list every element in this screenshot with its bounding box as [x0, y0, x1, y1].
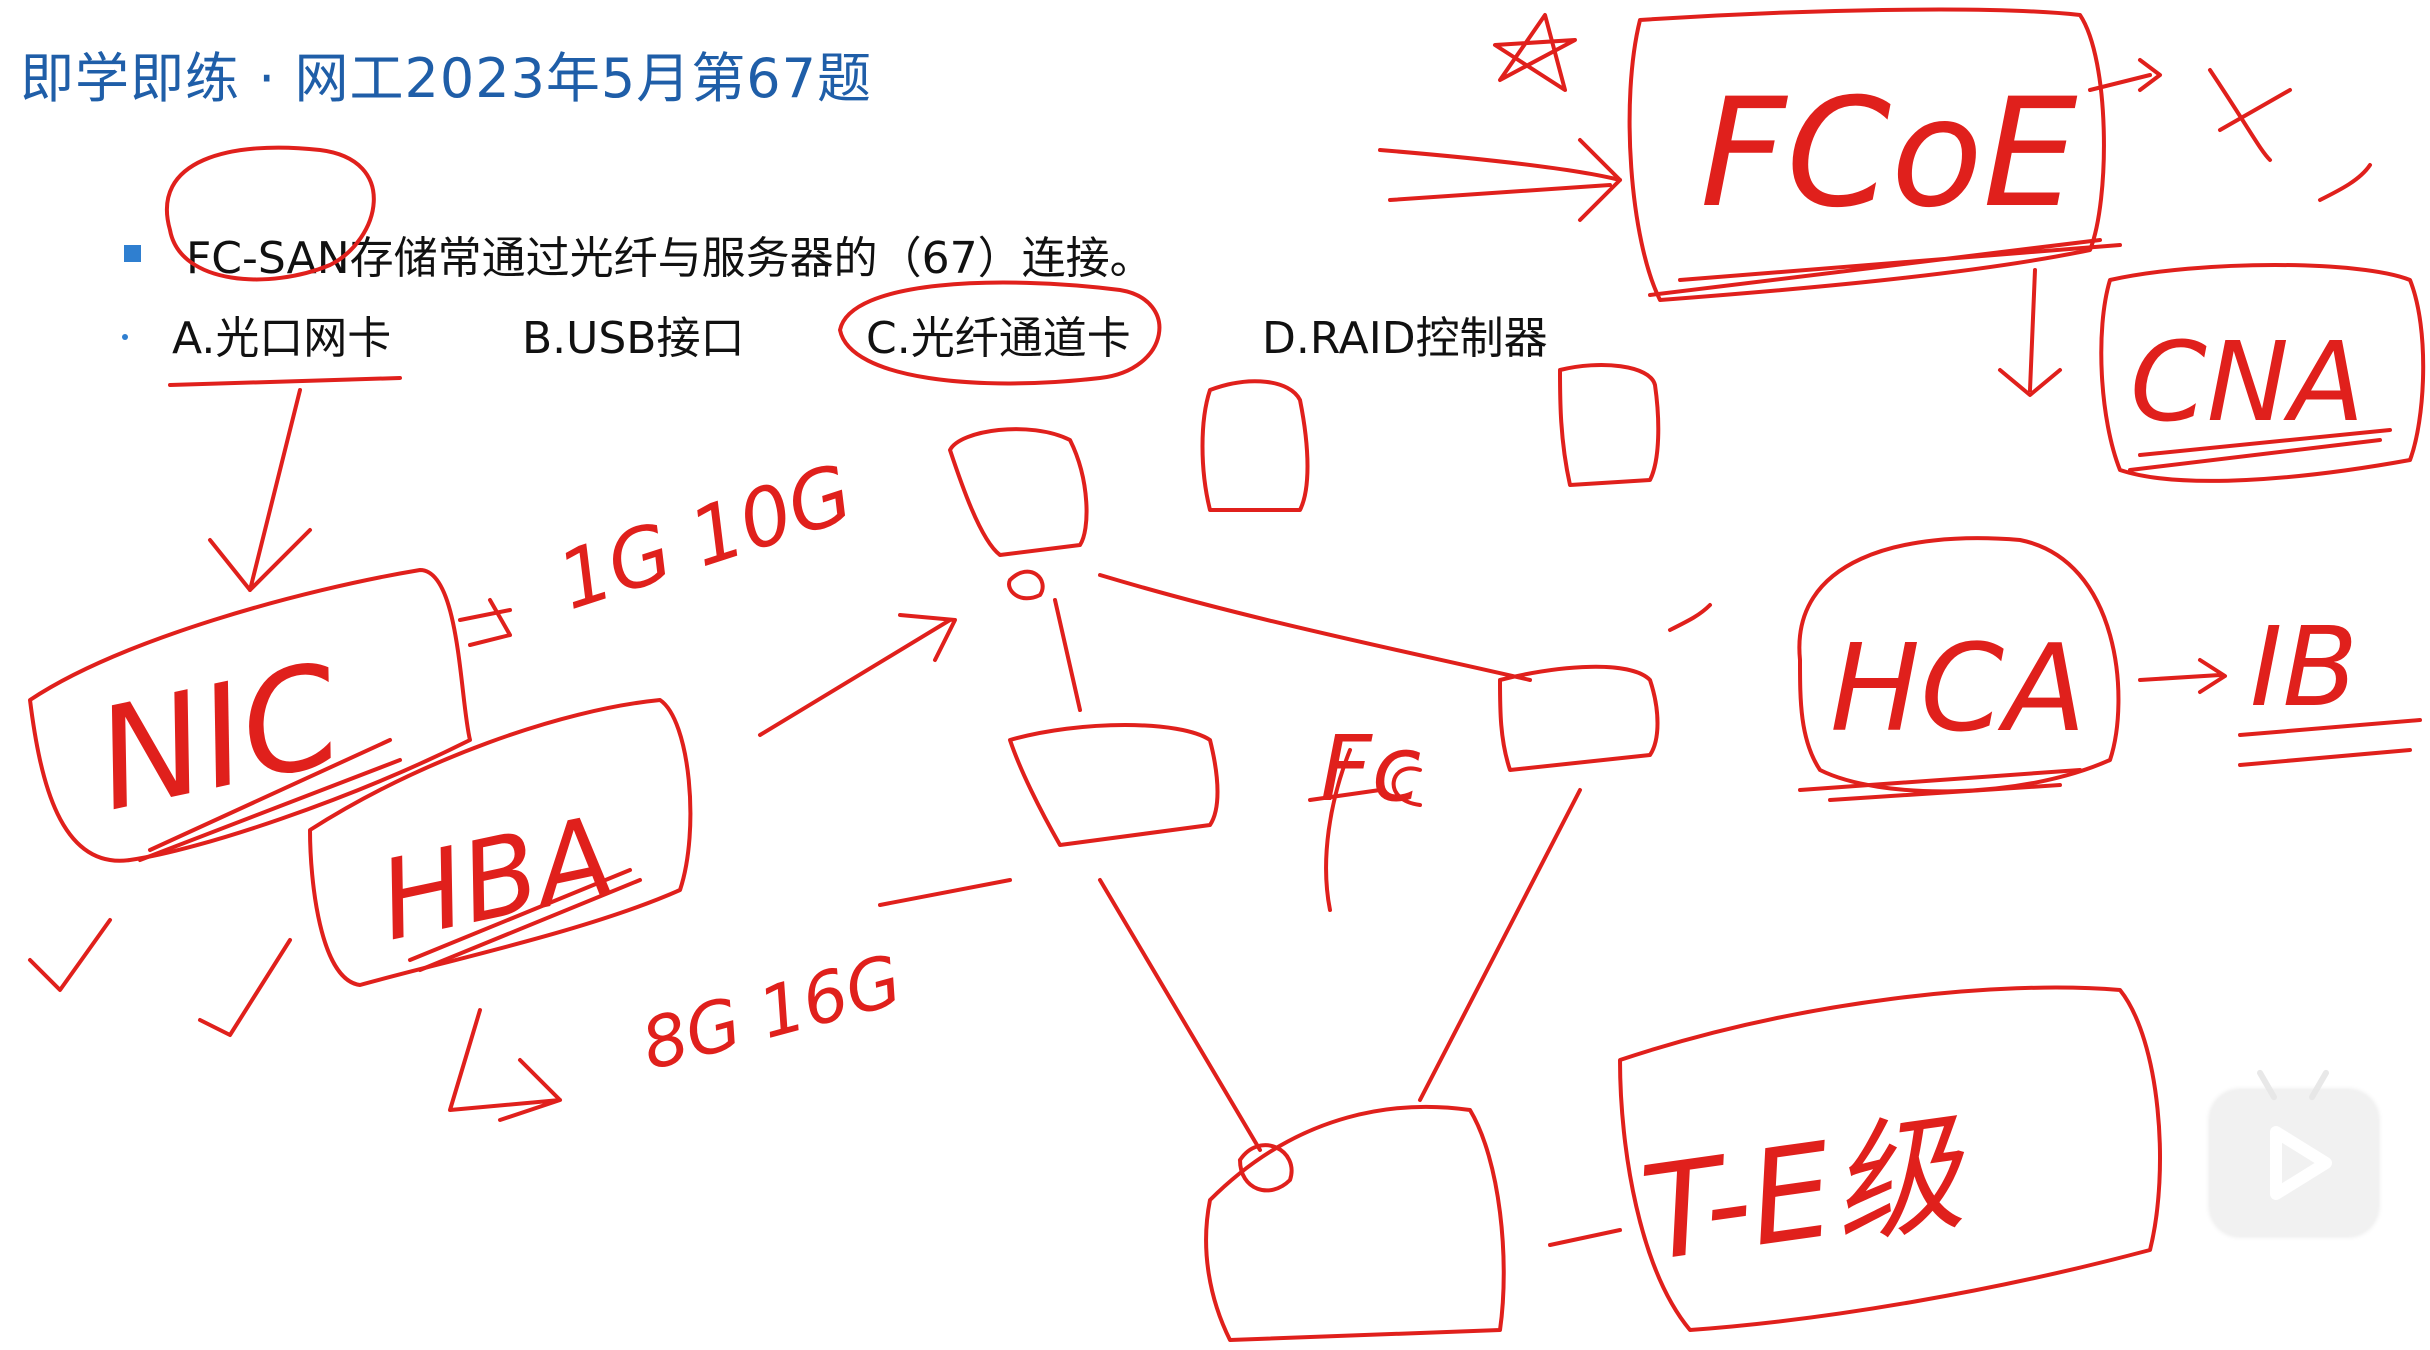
arrow-nic-speed	[458, 598, 512, 647]
arrow-a-to-nic	[208, 388, 312, 592]
label-fcoe: FCoE	[1700, 67, 2078, 241]
label-hba: HBA	[369, 792, 624, 966]
ib-underline	[2238, 718, 2422, 767]
fcoe-underline	[1648, 238, 2122, 297]
label-cna: CNA	[2130, 318, 2364, 446]
line-middle-bottom	[1098, 878, 1262, 1152]
arrow-hba-speed	[448, 1008, 562, 1122]
switch-top-dot	[1007, 569, 1045, 601]
circle-option-c	[838, 280, 1162, 386]
switch-bottom	[1204, 1104, 1506, 1342]
dot-bullet-icon	[122, 334, 128, 340]
switch-top	[948, 427, 1089, 557]
hba-box	[308, 698, 693, 987]
label-fc: Fc	[1320, 717, 1421, 822]
label-speed-hba: 8G 16G	[633, 939, 910, 1087]
hca-underline	[1798, 768, 2082, 802]
square-bullet-icon	[124, 245, 141, 262]
option-a: A.光口网卡	[172, 313, 392, 364]
underline-option-a	[168, 376, 402, 387]
switch-right	[1498, 664, 1660, 772]
te-dash	[1548, 1228, 1622, 1247]
arrow-fcoe-right	[2088, 58, 2162, 92]
nic-box	[28, 568, 472, 863]
hca-circle	[1797, 536, 2121, 794]
option-c: C.光纤通道卡	[866, 313, 1131, 364]
play-button[interactable]	[2210, 1068, 2378, 1236]
line-top-right	[1098, 573, 1532, 682]
fc-glyph-c	[1391, 766, 1422, 807]
arrow-to-fcoe	[1378, 138, 1622, 222]
fc-glyph-f	[1308, 748, 1382, 912]
tick-right	[1668, 603, 1712, 632]
nic-underline	[138, 738, 402, 862]
node-mid	[1200, 379, 1310, 512]
hba-underline	[408, 868, 642, 972]
cna-underline	[2128, 428, 2392, 472]
question-text: FC-SAN存储常通过光纤与服务器的（67）连接。	[186, 233, 1154, 284]
label-hca: HCA	[1830, 620, 2086, 759]
label-ib: IB	[2250, 603, 2358, 731]
line-top-middle	[1053, 598, 1082, 712]
node-right	[1558, 363, 1661, 487]
arrow-hca-ib	[2138, 658, 2227, 694]
slide-title: 即学即练 · 网工2023年5月第67题	[20, 47, 872, 110]
option-d: D.RAID控制器	[1262, 313, 1548, 364]
arrow-hba-switch	[758, 613, 957, 737]
fcoe-note	[2208, 68, 2372, 202]
option-b: B.USB接口	[522, 313, 745, 364]
cna-box	[2099, 263, 2426, 483]
switch-bottom-dot	[1238, 1143, 1294, 1193]
line-right-bottom	[1418, 788, 1582, 1102]
label-te: T-E级	[1633, 1095, 1978, 1291]
check-nic	[28, 918, 112, 992]
fcoe-box	[1627, 7, 2106, 302]
te-box	[1618, 985, 2162, 1332]
dash-line	[878, 878, 1012, 907]
label-speed-nic: 1G 10G	[547, 446, 863, 628]
arrow-fcoe-cna	[1998, 268, 2062, 397]
switch-middle	[1008, 723, 1220, 847]
check-hba	[198, 938, 292, 1037]
circle-fc-san	[165, 145, 376, 282]
label-nic: NIC	[83, 633, 356, 843]
star-icon	[1493, 13, 1577, 92]
play-icon	[2270, 1126, 2332, 1200]
